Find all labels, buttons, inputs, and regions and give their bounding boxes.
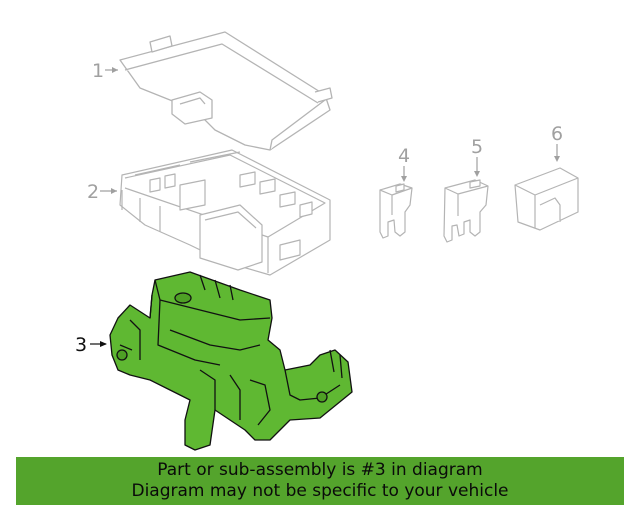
svg-text:5: 5 — [471, 136, 483, 158]
part-3-bracket[interactable] — [109, 271, 353, 451]
part-5-fuse[interactable] — [443, 179, 489, 243]
parts-diagram: 1 2 3 — [75, 31, 579, 451]
svg-text:3: 3 — [75, 334, 87, 356]
part-2-fuse-box[interactable] — [119, 149, 331, 276]
part-1-cover[interactable] — [119, 31, 333, 151]
part-6-relay[interactable] — [514, 167, 579, 231]
callout-5: 5 — [471, 136, 483, 177]
part-3-fill — [109, 271, 353, 451]
svg-text:1: 1 — [92, 60, 104, 82]
callout-6: 6 — [551, 123, 563, 162]
callout-3: 3 — [75, 334, 107, 356]
callout-2: 2 — [87, 181, 117, 203]
part-4-fuse[interactable] — [379, 183, 413, 239]
svg-text:6: 6 — [551, 123, 563, 145]
svg-text:2: 2 — [87, 181, 99, 203]
callout-4: 4 — [398, 145, 410, 182]
info-line-2: Diagram may not be specific to your vehi… — [131, 481, 509, 501]
info-line-1: Part or sub-assembly is #3 in diagram — [157, 460, 483, 480]
svg-text:4: 4 — [398, 145, 410, 167]
info-banner: Part or sub-assembly is #3 in diagram Di… — [16, 457, 624, 505]
callout-1: 1 — [92, 60, 118, 82]
